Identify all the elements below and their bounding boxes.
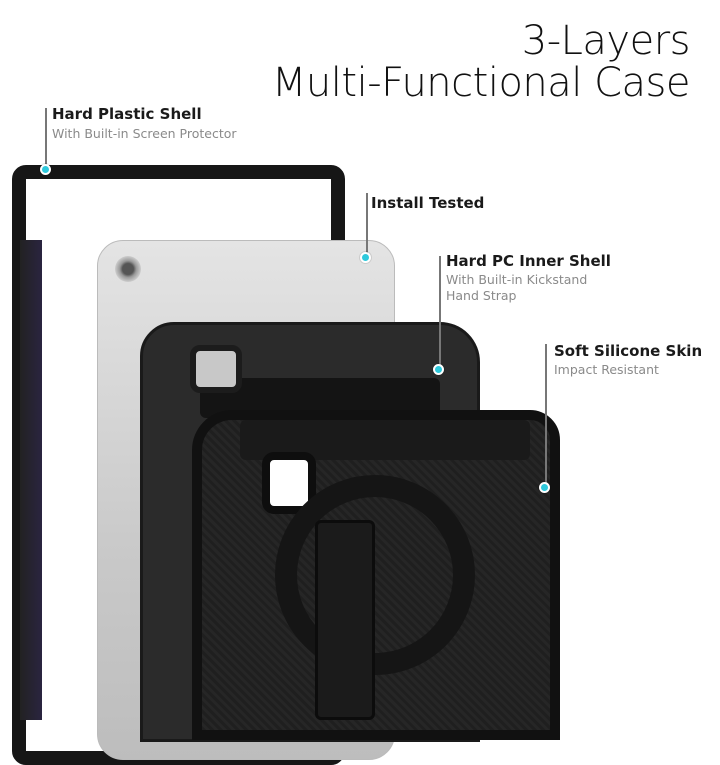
callout-hard-pc-inner-shell: Hard PC Inner Shell With Built-in Kickst… [446, 252, 611, 304]
title-line-1: 3-Layers [521, 18, 691, 64]
tablet-camera-icon [115, 256, 141, 282]
callout-subtext: With Built-in Kickstand [446, 272, 588, 287]
callout-line [545, 344, 547, 484]
callout-line [439, 256, 441, 368]
callout-dot-icon [40, 164, 51, 175]
callout-heading: Soft Silicone Skin [554, 342, 703, 360]
callout-dot-icon [539, 482, 550, 493]
callout-heading: Hard Plastic Shell [52, 105, 202, 123]
callout-line [45, 108, 47, 170]
callout-subtext: Impact Resistant [554, 362, 659, 377]
callout-dot-icon [433, 364, 444, 375]
callout-dot-icon [360, 252, 371, 263]
callout-line [366, 193, 368, 257]
callout-soft-silicone-skin: Soft Silicone Skin Impact Resistant [554, 342, 702, 378]
title-line-2: Multi-Functional Case [271, 60, 691, 106]
inner-shell-camera-hole [190, 345, 242, 393]
hand-strap-rotator [275, 475, 475, 675]
callout-heading: Install Tested [371, 194, 485, 212]
kickstand [315, 520, 375, 720]
frame-inner-edge [20, 240, 42, 720]
callout-hard-plastic-shell: Hard Plastic Shell With Built-in Screen … [52, 105, 237, 142]
callout-subtext: Hand Strap [446, 288, 517, 303]
callout-install-tested: Install Tested [371, 194, 484, 212]
callout-subtext: With Built-in Screen Protector [52, 126, 237, 141]
callout-heading: Hard PC Inner Shell [446, 252, 611, 270]
